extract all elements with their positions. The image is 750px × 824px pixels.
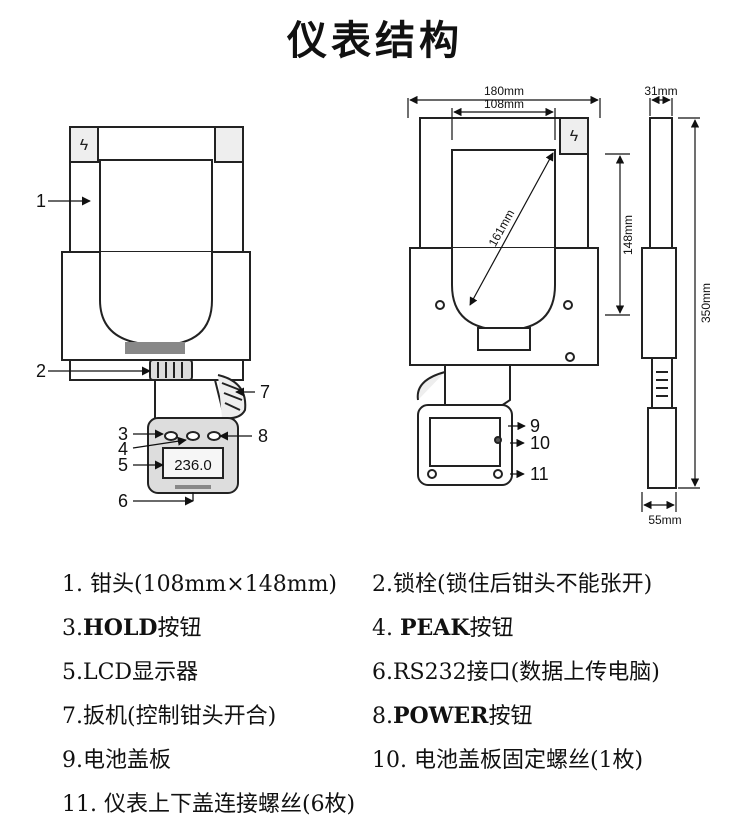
front-view: ϟ 236.0 (61, 126, 251, 494)
dim-handle-depth: 55mm (648, 513, 681, 527)
lock-latch (149, 359, 193, 381)
legend-item: 11. 仪表上下盖连接螺丝(6枚) (62, 792, 356, 817)
legend-item: 10. 电池盖板固定螺丝(1枚) (372, 748, 644, 773)
page-title: 仪表结构 (287, 17, 463, 64)
lcd-display (162, 447, 224, 479)
side-dimensions (641, 95, 700, 512)
callout-9: 9 (530, 416, 540, 436)
legend-item: 8.POWER按钮 (372, 703, 533, 729)
dim-inner-width: 108mm (484, 97, 524, 111)
callout-7: 7 (260, 382, 270, 402)
side-view (641, 117, 677, 489)
callout-4: 4 (118, 439, 128, 459)
legend-row: 1. 钳头(108mm×148mm) 2.锁栓(锁住后钳头不能张开) (62, 560, 742, 604)
back-view: ϟ (409, 117, 599, 486)
legend-item: 7.扳机(控制钳头开合) (62, 704, 277, 729)
callout-1: 1 (36, 191, 46, 211)
legend-row: 11. 仪表上下盖连接螺丝(6枚) (62, 780, 742, 824)
dim-jaw-height: 148mm (621, 215, 635, 255)
legend-row: 3.HOLD按钮 4. PEAK按钮 (62, 604, 742, 648)
legend-row: 9.电池盖板 10. 电池盖板固定螺丝(1枚) (62, 736, 742, 780)
legend-item: 9.电池盖板 (62, 748, 171, 773)
callout-6: 6 (118, 491, 128, 511)
instrument-diagram: ϟ 236.0 1 2 7 (36, 84, 713, 527)
dim-outer-width: 180mm (484, 84, 524, 98)
front-callout-labels: 1 2 7 3 4 5 8 6 (36, 191, 270, 511)
callout-8: 8 (258, 426, 268, 446)
dim-thickness-top: 31mm (644, 84, 677, 98)
callout-3: 3 (118, 424, 128, 444)
legend-item: 1. 钳头(108mm×148mm) (62, 572, 338, 597)
back-callout-labels: 9 10 11 (530, 416, 550, 484)
callout-5: 5 (118, 455, 128, 475)
legend-item: 4. PEAK按钮 (372, 615, 514, 641)
svg-text:ϟ: ϟ (570, 128, 579, 145)
legend-item: 2.锁栓(锁住后钳头不能张开) (372, 572, 653, 597)
lcd-reading: 236.0 (174, 457, 212, 474)
parts-legend: 1. 钳头(108mm×148mm) 2.锁栓(锁住后钳头不能张开) 3.HOL… (62, 560, 742, 824)
front-callouts (48, 196, 255, 506)
callout-10: 10 (530, 433, 550, 453)
callout-11: 11 (530, 464, 549, 484)
legend-row: 7.扳机(控制钳头开合) 8.POWER按钮 (62, 692, 742, 736)
side-dimension-labels: 31mm 350mm 55mm (644, 84, 713, 527)
dim-total-height: 350mm (699, 283, 713, 323)
svg-text:ϟ: ϟ (80, 137, 89, 154)
legend-row: 5.LCD显示器 6.RS232接口(数据上传电脑) (62, 648, 742, 692)
callout-2: 2 (36, 361, 46, 381)
legend-item: 6.RS232接口(数据上传电脑) (372, 660, 660, 685)
back-dimensions (407, 95, 630, 479)
legend-item: 5.LCD显示器 (62, 660, 199, 685)
legend-item: 3.HOLD按钮 (62, 615, 202, 641)
